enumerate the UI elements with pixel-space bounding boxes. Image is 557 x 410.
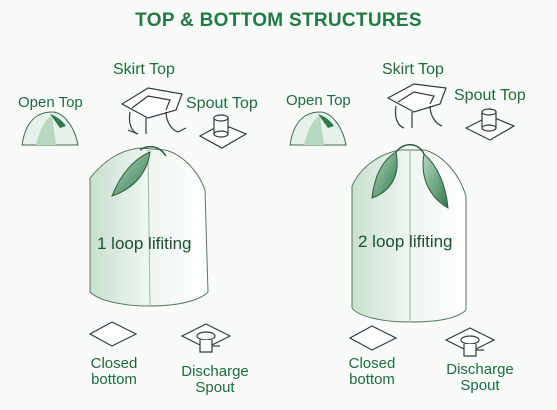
skirt-top-icon-left [120,87,187,135]
discharge-spout-line2-left: Spout [195,379,235,396]
bag-label-right: 2 loop lifiting [358,232,453,251]
skirt-top-label-left: Skirt Top [113,61,175,78]
closed-bottom-line1-right: Closed [348,355,396,372]
page-title: TOP & BOTTOM STRUCTURES [135,10,422,31]
discharge-spout-line2-right: Spout [460,377,500,394]
discharge-spout-line1-left: Discharge [181,363,249,380]
open-top-label-right: Open Top [286,92,351,109]
closed-bottom-label-right: Closed bottom [342,356,402,388]
bag-two-loop-right [351,144,467,323]
open-top-icon-right [289,111,347,146]
spout-top-icon-left [198,114,248,149]
closed-bottom-icon-left [88,321,138,347]
spout-top-icon-right [464,108,516,141]
discharge-spout-icon-right [444,327,496,357]
discharge-spout-label-left: Discharge Spout [170,364,260,396]
discharge-spout-line1-right: Discharge [446,361,514,378]
closed-bottom-icon-right [348,325,398,351]
spout-top-label-right: Spout Top [454,87,526,104]
discharge-spout-icon-left [180,323,232,353]
spout-top-label-left: Spout Top [186,95,258,112]
closed-bottom-label-left: Closed bottom [84,356,144,388]
open-top-icon-left [21,111,79,146]
skirt-top-label-right: Skirt Top [382,61,444,78]
closed-bottom-line2-left: bottom [91,371,137,388]
open-top-label-left: Open Top [18,94,83,111]
closed-bottom-line1-left: Closed [90,355,138,372]
closed-bottom-line2-right: bottom [349,371,395,388]
skirt-top-icon-right [386,83,447,129]
discharge-spout-label-right: Discharge Spout [435,362,525,394]
bag-one-loop-left [89,145,209,307]
bag-label-left: 1 loop lifiting [97,234,192,253]
